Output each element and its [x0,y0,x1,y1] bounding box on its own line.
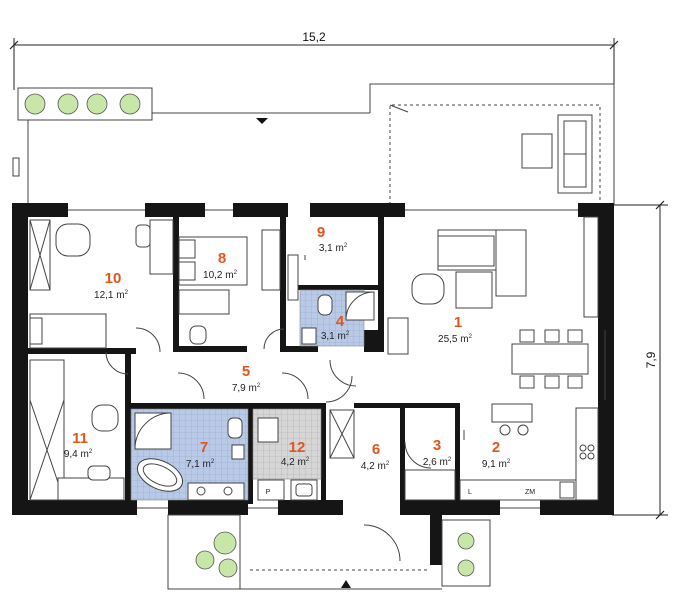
room-7-area: 7,1 m2 [186,459,215,470]
room-8-area: 10,2 m2 [203,270,238,281]
room-8-label: 8 10,2 m2 [203,250,238,281]
room-10-label: 10 12,1 m2 [94,270,129,301]
width-dimension-label: 15,2 [302,30,326,44]
room-1-number: 1 [454,314,462,331]
room-10-area: 12,1 m2 [94,290,129,301]
terrace [12,83,615,205]
room-5-number: 5 [242,363,250,380]
doors [105,327,432,562]
room-4-number: 4 [336,313,345,330]
room-1-area: 25,5 m2 [438,334,473,345]
p-label: P [266,489,271,496]
room-3-label: 3 2,6 m2 [423,437,452,468]
room-12-number: 12 [289,439,306,456]
room-2-number: 2 [492,439,500,456]
entrance-porch [167,514,491,590]
room-9-area: 3,1 m2 [319,243,348,254]
walls [12,203,614,565]
room-7-number: 7 [200,439,208,456]
room-4-label: 4 3,1 m2 [321,313,350,342]
room-4-area: 3,1 m2 [321,331,350,342]
room-2-label: 2 9,1 m2 [482,439,511,470]
room-6-area: 4,2 m2 [361,461,390,472]
room-9-number: 9 [317,224,325,241]
room-labels: 1 25,5 m2 2 9,1 m2 3 2,6 m2 4 3,1 m2 5 7… [64,224,535,496]
room-1-label: 1 25,5 m2 [438,314,473,345]
zm-label: ZM [525,489,535,496]
room-7-label: 7 7,1 m2 [186,439,215,470]
room-10-number: 10 [105,270,122,287]
room-2-area: 9,1 m2 [482,459,511,470]
room-8-number: 8 [218,250,226,267]
room-11-number: 11 [72,430,88,447]
l-label: L [468,489,472,496]
room-3-number: 3 [433,437,441,454]
room-5-area: 7,9 m2 [232,383,261,394]
room-3-area: 2,6 m2 [423,457,452,468]
width-dimension: 15,2 [9,30,619,90]
room-6-label: 6 4,2 m2 [361,441,390,472]
room-12-label: 12 4,2 m2 [281,439,310,468]
furniture [29,216,599,501]
room-11-label: 11 9,4 m2 [64,430,93,460]
depth-dimension: 7,9 [612,200,668,520]
depth-dimension-label: 7,9 [644,351,658,368]
room-5-label: 5 7,9 m2 [232,363,261,394]
room-11-area: 9,4 m2 [64,449,93,460]
room-12-area: 4,2 m2 [281,457,310,468]
room-9-label: 9 3,1 m2 [317,224,348,254]
room-6-number: 6 [372,441,380,458]
